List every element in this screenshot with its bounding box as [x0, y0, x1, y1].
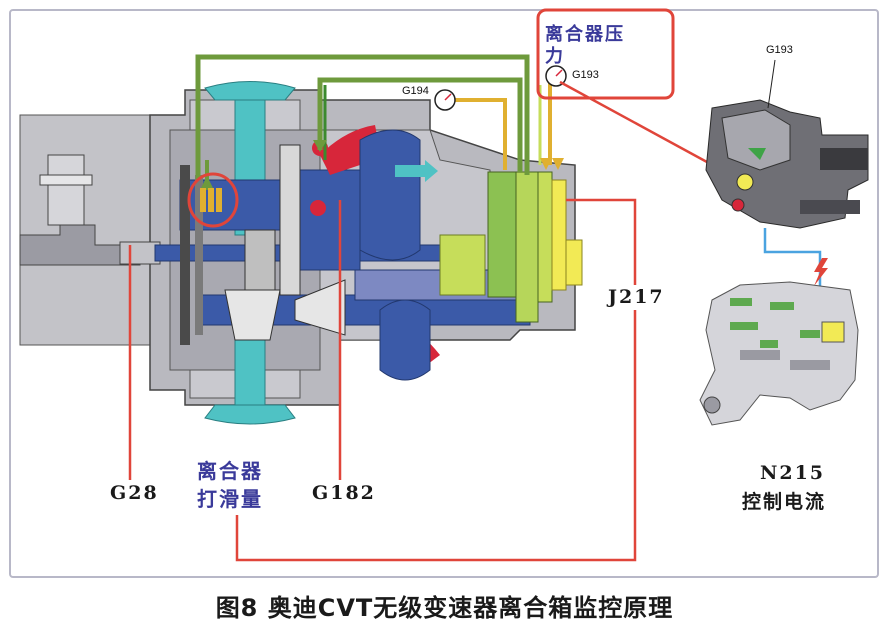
- n215-label: N215: [760, 462, 826, 484]
- clutch-pressure-label-line2: 力: [545, 46, 565, 67]
- clutch-pressure-box: [536, 8, 675, 100]
- line-arrows: [200, 140, 564, 190]
- g193-leader: [767, 59, 776, 109]
- clutch-pressure-label-line1: 离合器压: [545, 24, 625, 45]
- g194-gauge-label: G194: [402, 85, 429, 97]
- hydraulic-control-photo: [699, 281, 859, 426]
- variator-pulleys: [359, 129, 438, 381]
- clutch-pack: [439, 171, 583, 323]
- valve-body-photo: [705, 99, 869, 229]
- clutch-plates-detail: [200, 188, 222, 212]
- g28-label: G28: [110, 482, 159, 504]
- n215-desc-label: 控制电流: [742, 491, 827, 513]
- g193-photo-label: G193: [766, 44, 793, 56]
- clutch-slip-label-line2: 打滑量: [197, 487, 263, 511]
- clutch-highlight-circle: [187, 172, 239, 228]
- g194-gauge-icon: [434, 89, 456, 111]
- g193-gauge-label: G193: [572, 69, 599, 81]
- g193-gauge-icon: [545, 65, 567, 87]
- clutch-slip-label-line1: 离合器: [197, 459, 263, 483]
- g182-label: G182: [312, 482, 376, 504]
- lightning-icon: [814, 258, 828, 286]
- gear-set: [180, 144, 346, 345]
- hydraulic-lines: [195, 54, 552, 185]
- j217-label: J217: [608, 286, 665, 308]
- figure-caption: 图8 奥迪CVT无级变速器离合箱监控原理: [215, 594, 674, 622]
